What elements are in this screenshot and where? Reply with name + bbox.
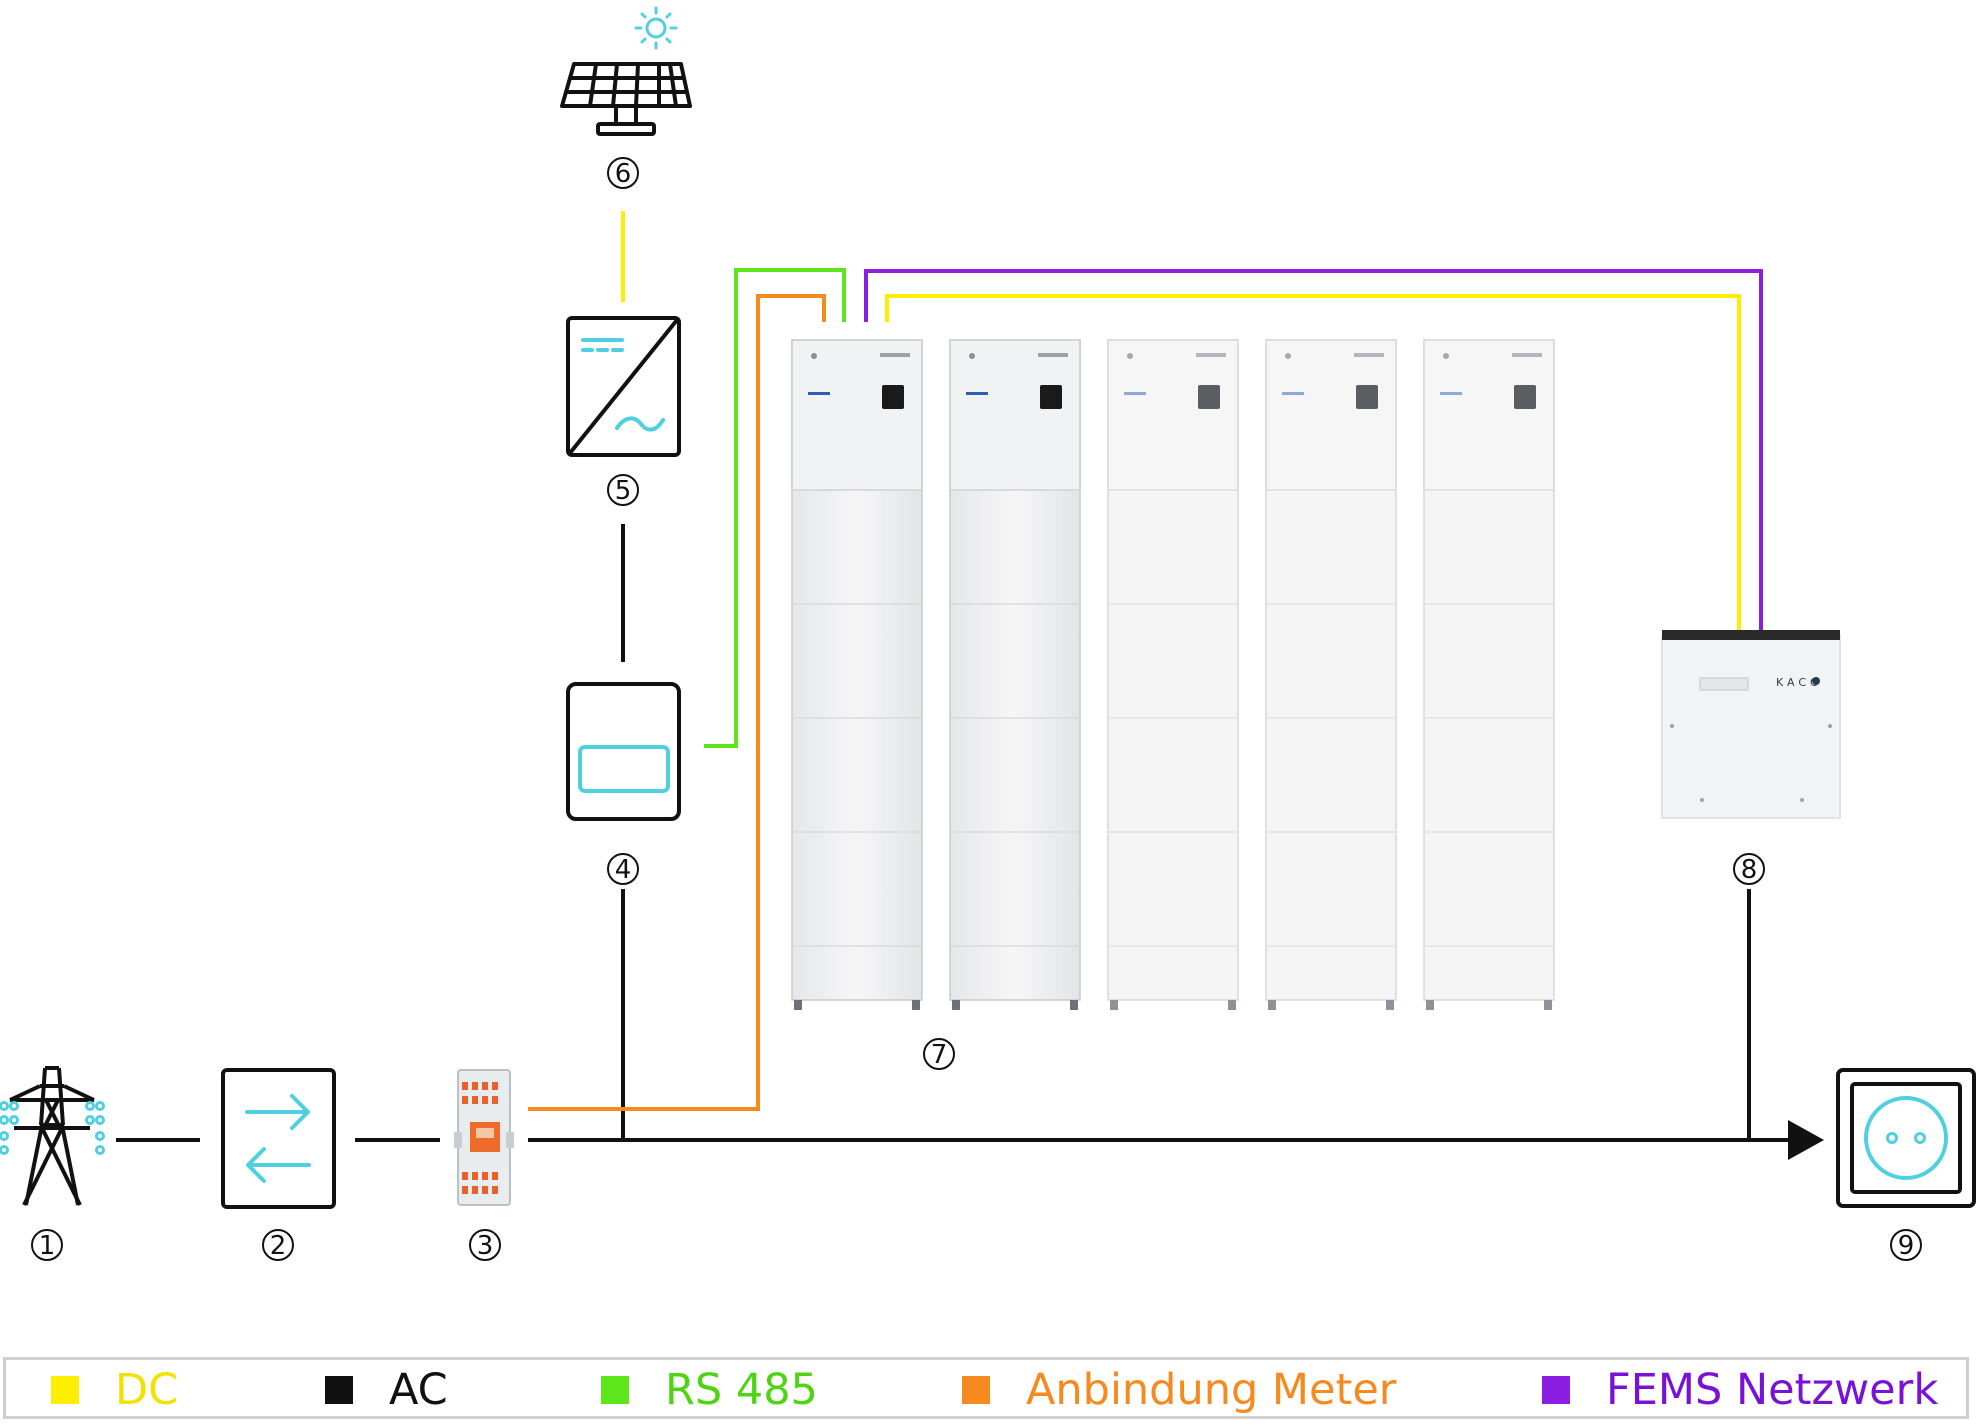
label-6: 6 <box>607 157 639 189</box>
rs485-line <box>704 268 846 748</box>
node-labels: 1 2 3 4 5 6 7 8 9 <box>31 157 1922 1261</box>
bidirectional-meter-icon <box>221 1068 336 1209</box>
legend-swatch-ac <box>325 1376 353 1404</box>
label-1-text: 1 <box>39 1231 56 1261</box>
label-4-text: 4 <box>615 855 632 885</box>
legend-label-meter: Anbindung Meter <box>1026 1365 1397 1415</box>
pv-inverter-icon <box>566 316 681 457</box>
label-6-text: 6 <box>615 159 632 189</box>
label-5-text: 5 <box>615 476 632 506</box>
label-8: 8 <box>1733 853 1765 885</box>
inverter-brand-text: KACO <box>1776 676 1823 689</box>
label-2-text: 2 <box>270 1231 287 1261</box>
grid-tower-icon <box>0 1066 105 1206</box>
label-9-text: 9 <box>1898 1231 1915 1261</box>
battery-tower <box>1107 339 1239 1010</box>
legend-label-rs485: RS 485 <box>665 1365 818 1415</box>
legend-item-ac: AC <box>325 1368 448 1412</box>
ac-lines <box>116 524 1790 1142</box>
label-3: 3 <box>469 1229 501 1261</box>
label-8-text: 8 <box>1741 855 1758 885</box>
smart-meter-icon <box>454 1069 514 1206</box>
battery-inverter: KACO <box>1661 630 1841 819</box>
label-9: 9 <box>1890 1229 1922 1261</box>
legend-swatch-fems <box>1542 1376 1570 1404</box>
legend-swatch-rs485 <box>601 1376 629 1404</box>
label-4: 4 <box>607 853 639 885</box>
legend-item-dc: DC <box>51 1368 178 1412</box>
battery-tower <box>1423 339 1555 1010</box>
meter-line <box>528 294 826 1111</box>
label-7-text: 7 <box>931 1040 948 1070</box>
legend-swatch-meter <box>962 1376 990 1404</box>
legend-label-fems: FEMS Netzwerk <box>1606 1365 1939 1415</box>
legend-label-dc: DC <box>115 1365 179 1415</box>
fems-line <box>864 269 1763 630</box>
legend-swatch-dc <box>51 1376 79 1404</box>
label-2: 2 <box>262 1229 294 1261</box>
solar-panel-icon <box>560 6 692 136</box>
legend-item-meter: Anbindung Meter <box>962 1368 1396 1412</box>
legend: DC AC RS 485 Anbindung Meter FEMS Netzwe… <box>3 1357 1969 1419</box>
label-5: 5 <box>607 474 639 506</box>
label-3-text: 3 <box>477 1231 494 1261</box>
battery-towers <box>791 339 1555 1010</box>
battery-tower <box>949 339 1081 1010</box>
ac-arrowhead <box>1788 1120 1824 1160</box>
socket-icon <box>1836 1068 1976 1208</box>
battery-tower <box>791 339 923 1010</box>
legend-item-fems: FEMS Netzwerk <box>1542 1368 1938 1412</box>
dc-line-battery <box>885 294 1741 630</box>
legend-item-rs485: RS 485 <box>601 1368 818 1412</box>
battery-tower <box>1265 339 1397 1010</box>
label-7: 7 <box>923 1038 955 1070</box>
legend-label-ac: AC <box>389 1365 448 1415</box>
label-1: 1 <box>31 1229 63 1261</box>
fems-gateway-icon <box>566 682 681 821</box>
